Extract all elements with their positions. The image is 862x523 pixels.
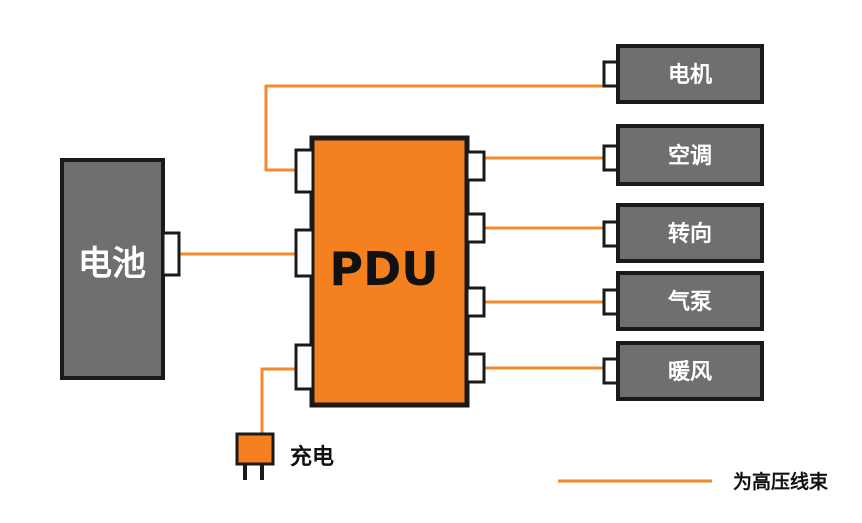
charging-label: 充电 bbox=[290, 444, 334, 470]
charging-plug-body bbox=[235, 432, 275, 466]
heater-connector bbox=[602, 357, 620, 385]
ac-connector bbox=[602, 144, 620, 172]
air-pump-label: 气泵 bbox=[667, 289, 712, 315]
charging-plug: 充电 bbox=[235, 432, 334, 480]
steering-box bbox=[616, 203, 764, 263]
ac-label: 空调 bbox=[668, 143, 712, 169]
pdu-port-right-air-pump bbox=[465, 286, 486, 318]
battery-connector bbox=[161, 231, 181, 277]
battery-label: 电池 bbox=[78, 244, 146, 284]
load-heater: 暖风 bbox=[602, 341, 764, 401]
load-ac: 空调 bbox=[602, 124, 764, 186]
heater-box bbox=[616, 341, 764, 401]
battery-box bbox=[60, 158, 165, 380]
ac-box bbox=[616, 124, 764, 186]
steering-connector bbox=[602, 220, 620, 248]
pdu-port-right-ac bbox=[465, 150, 486, 182]
pdu-block: PDU bbox=[294, 135, 486, 408]
legend-label: 为高压线束 bbox=[733, 470, 829, 493]
wire-pdu-to-charging bbox=[260, 367, 297, 434]
wire-pdu-to-motor bbox=[264, 84, 606, 172]
pdu-label: PDU bbox=[329, 242, 438, 296]
pdu-port-right-steering bbox=[465, 212, 486, 244]
pdu-port-left-motor bbox=[294, 148, 315, 194]
air-pump-box bbox=[616, 271, 764, 331]
legend: 为高压线束 bbox=[558, 470, 829, 493]
pdu-port-right-heater bbox=[465, 352, 486, 384]
charging-plug-pin-right bbox=[260, 464, 264, 480]
pdu-port-left-battery bbox=[294, 228, 315, 278]
motor-box bbox=[616, 44, 764, 104]
load-steering: 转向 bbox=[602, 203, 764, 263]
battery-block: 电池 bbox=[60, 158, 181, 380]
motor-label: 电机 bbox=[668, 63, 712, 88]
pdu-port-left-charging bbox=[294, 343, 315, 391]
load-motor: 电机 bbox=[602, 44, 764, 104]
steering-label: 转向 bbox=[668, 221, 712, 247]
charging-plug-pin-left bbox=[243, 464, 247, 480]
air-pump-connector bbox=[602, 288, 620, 316]
heater-label: 暖风 bbox=[668, 360, 712, 385]
load-air-pump: 气泵 bbox=[602, 271, 764, 331]
motor-connector bbox=[602, 60, 620, 88]
